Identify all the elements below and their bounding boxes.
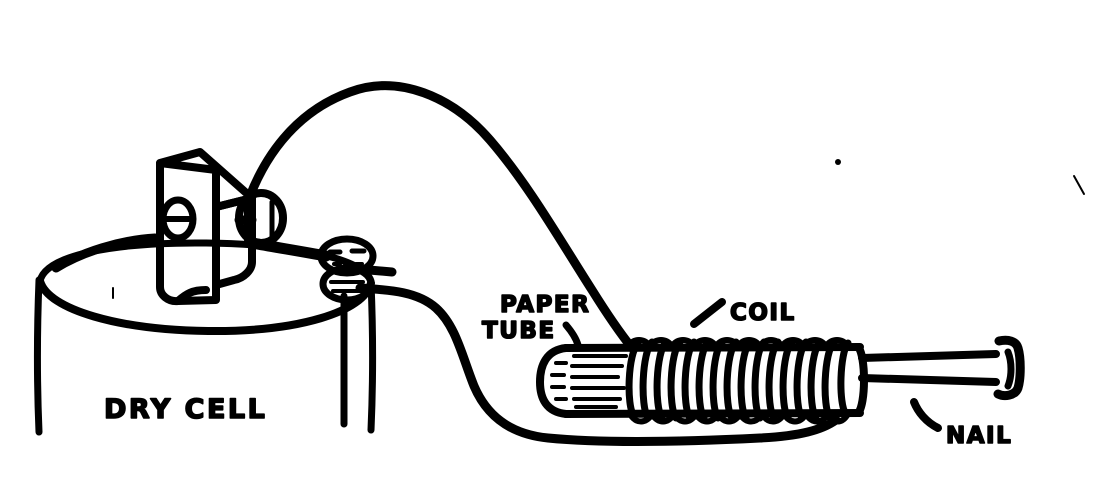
lower-lead-wire bbox=[355, 283, 841, 446]
coil-bottom-scallop bbox=[627, 411, 851, 425]
nail bbox=[858, 335, 1025, 401]
paper-tube-hatching bbox=[550, 354, 628, 409]
binding-post-right-stub bbox=[364, 265, 397, 277]
nail-leader-line bbox=[910, 398, 942, 432]
upper-lead-wire bbox=[245, 81, 637, 353]
stray-ink-dot bbox=[835, 159, 841, 165]
label-coil: COIL bbox=[730, 300, 796, 326]
label-nail: NAIL bbox=[946, 423, 1012, 449]
dry-cell-right-wall bbox=[367, 279, 376, 434]
label-tube: TUBE bbox=[482, 318, 556, 344]
label-dry-cell: DRY CELL bbox=[104, 394, 267, 425]
stray-ink-stroke bbox=[1073, 175, 1085, 195]
nail-head bbox=[993, 335, 1025, 401]
nail-shank-bottom bbox=[858, 374, 1000, 386]
label-paper: PAPER bbox=[500, 292, 590, 318]
terminal-block-foot bbox=[174, 286, 210, 305]
dry-cell-left-wall bbox=[34, 276, 43, 436]
coil-top-scallop bbox=[625, 337, 851, 349]
coil bbox=[625, 337, 852, 425]
terminal-block-front-face bbox=[156, 159, 220, 306]
binding-post-right-nut-top bbox=[317, 235, 377, 277]
terminal-block bbox=[156, 148, 256, 306]
binding-post-right-knurl-top bbox=[327, 248, 367, 255]
terminal-block-left-lead bbox=[51, 233, 160, 273]
binding-post-right bbox=[317, 235, 397, 428]
binding-post-right-nut-lines bbox=[329, 280, 365, 293]
paper-tube-leader-line bbox=[562, 321, 582, 349]
dry-cell-top-front-edge bbox=[36, 277, 375, 336]
nail-shank-top bbox=[858, 350, 1000, 362]
paper-tube-left-cap bbox=[536, 344, 570, 418]
terminal-block-right-face bbox=[212, 194, 256, 289]
paper-tube-top-wall bbox=[562, 343, 864, 352]
nail-head-inner-line bbox=[1004, 348, 1015, 390]
coil-leader-line bbox=[690, 298, 726, 328]
